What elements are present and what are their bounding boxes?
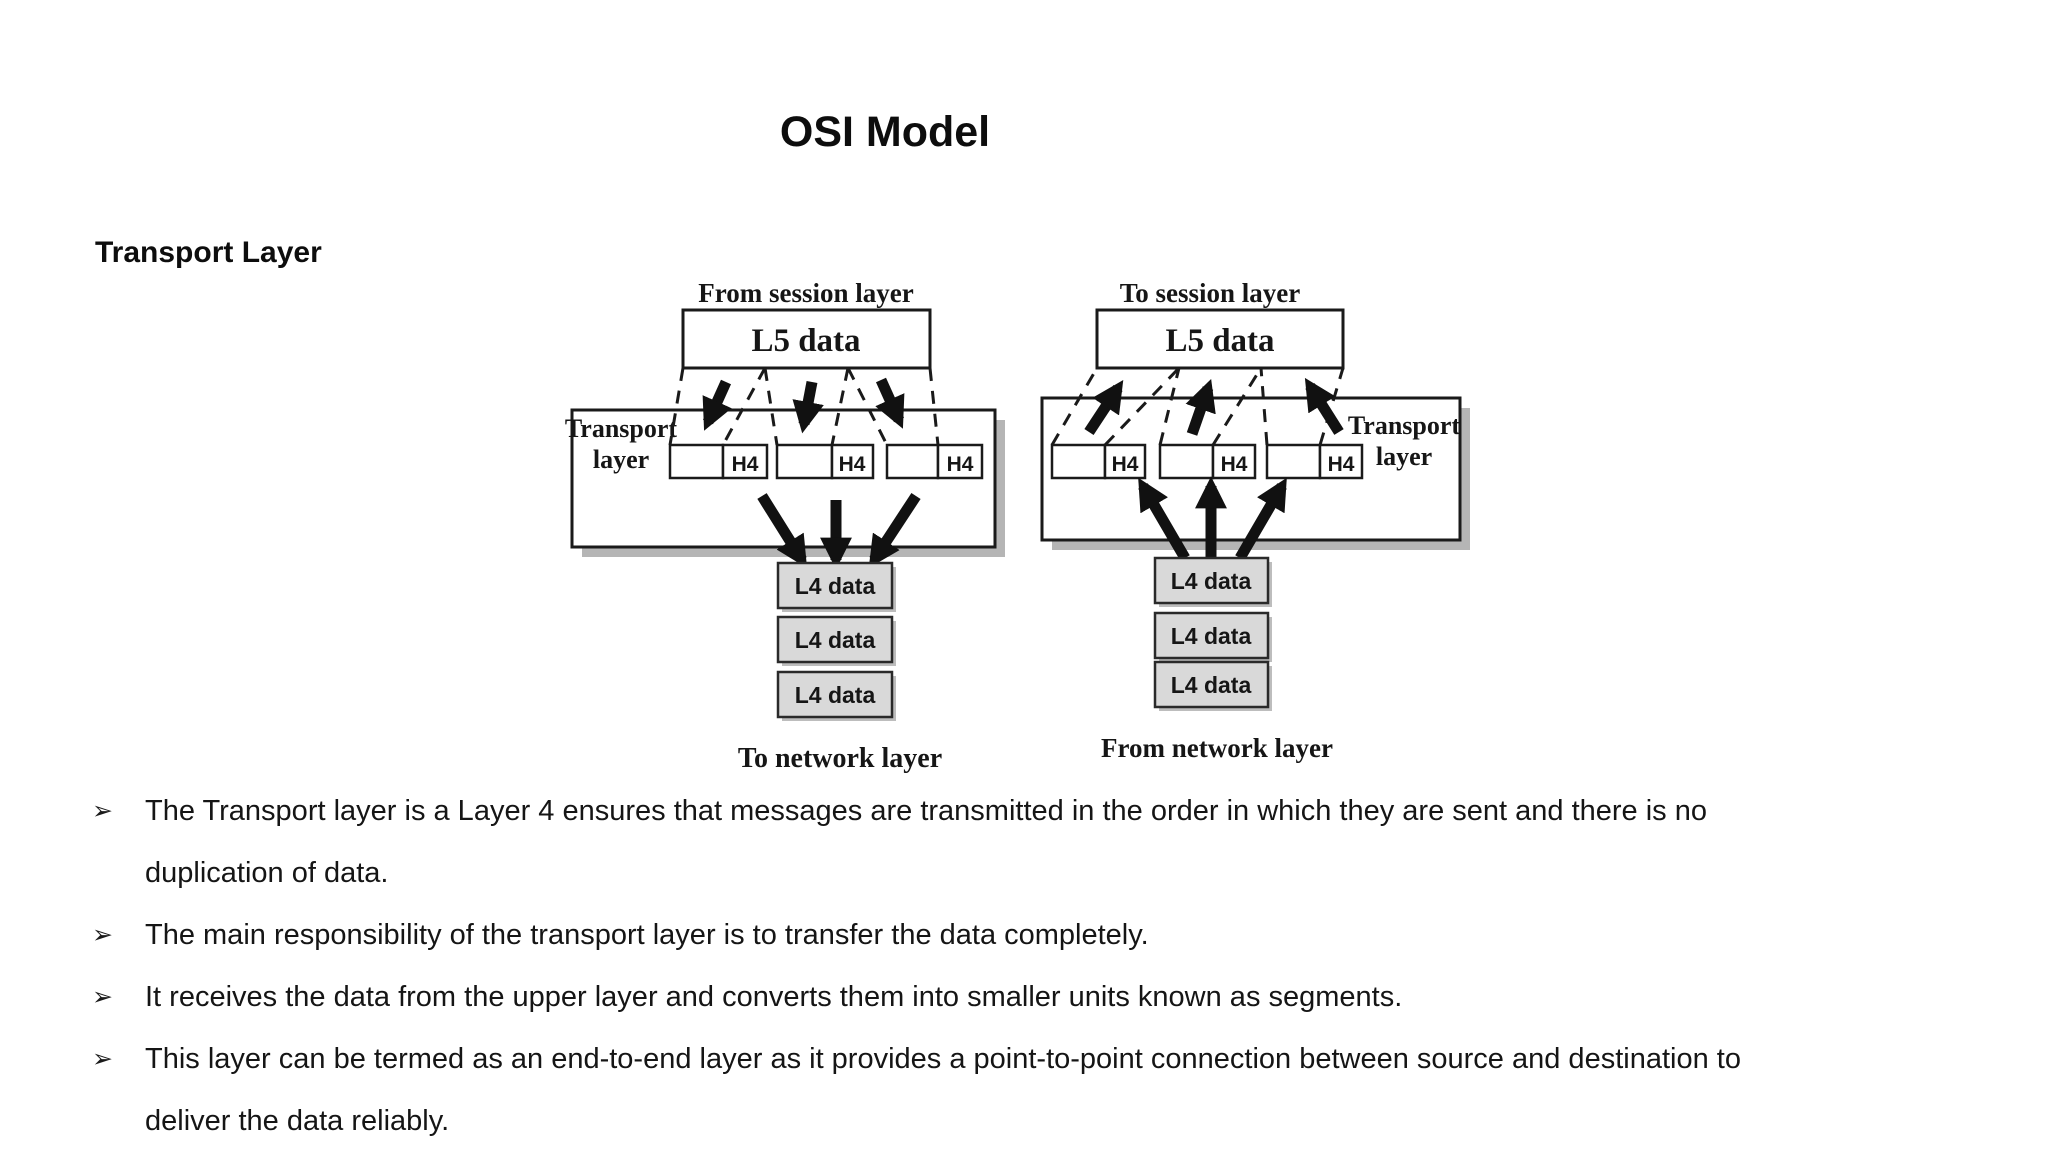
- h4-header-box: [721, 443, 769, 480]
- l4-data-label: L4 data: [795, 573, 876, 599]
- segment-data-box: [885, 443, 940, 480]
- l4-data-label: L4 data: [795, 627, 876, 653]
- h4-label: H4: [732, 453, 759, 476]
- l5-data-box: [1095, 308, 1345, 370]
- h4-header-box: [936, 443, 984, 480]
- l5-data-box: [681, 308, 932, 370]
- h4-header-box: [1318, 443, 1364, 480]
- segments-row: [1050, 443, 1364, 480]
- transport-layer-label-2: layer: [1376, 442, 1432, 471]
- segments-row: [668, 443, 984, 480]
- transport-layer-diagram: From session layer L5 data Transport lay…: [565, 278, 1470, 774]
- reassembly-side: To session layer L5 data Transport layer: [1040, 278, 1470, 763]
- h4-header-box: [1211, 443, 1257, 480]
- to-session-layer-label: To session layer: [1120, 278, 1301, 308]
- l4-data-label: L4 data: [1171, 623, 1252, 649]
- l4-data-box: [1153, 611, 1270, 660]
- page-title: OSI Model: [779, 108, 991, 156]
- segmentation-side: From session layer L5 data Transport lay…: [565, 278, 1005, 774]
- l4-stack: L4 data L4 data L4 data: [776, 561, 896, 721]
- l4-data-box: [776, 615, 894, 664]
- bullet-text: It receives the data from the upper laye…: [145, 981, 1403, 1013]
- from-network-layer-label: From network layer: [1101, 733, 1333, 763]
- l4-data-box: [776, 561, 894, 610]
- segment-data-box: [1158, 443, 1215, 480]
- segment-data-box: [1265, 443, 1322, 480]
- up-arrows-lower: [1138, 476, 1287, 561]
- up-arrows-upper: [1084, 377, 1344, 436]
- dashed-split-lines: [668, 367, 940, 446]
- l4-data-box: [1153, 660, 1270, 709]
- transport-layer-label-1: Transport: [1348, 411, 1461, 440]
- bullet-marker-icon: ➢: [92, 796, 113, 825]
- l4-data-box: [776, 670, 894, 719]
- l4-data-label: L4 data: [1171, 568, 1252, 594]
- bullet-text: The main responsibility of the transport…: [145, 919, 1149, 951]
- l5-data-label: L5 data: [1165, 323, 1274, 359]
- bullet-marker-icon: ➢: [92, 920, 113, 949]
- from-session-layer-label: From session layer: [698, 278, 913, 308]
- list-item: ➢ The Transport layer is a Layer 4 ensur…: [92, 780, 2007, 904]
- h4-header-box: [1103, 443, 1147, 480]
- down-arrows-upper: [702, 377, 905, 434]
- bullet-text: The Transport layer is a Layer 4 ensures…: [145, 795, 1707, 889]
- bullet-text: This layer can be termed as an end-to-en…: [145, 1043, 1741, 1137]
- l4-data-label: L4 data: [1171, 672, 1252, 698]
- h4-label: H4: [839, 453, 866, 476]
- l5-data-label: L5 data: [751, 323, 860, 359]
- dashed-merge-lines: [1050, 366, 1345, 447]
- l4-data-box: [1153, 556, 1270, 605]
- list-item: ➢ The main responsibility of the transpo…: [92, 904, 2007, 966]
- list-item: ➢ It receives the data from the upper la…: [92, 966, 2007, 1028]
- transport-layer-label-2: layer: [593, 445, 649, 474]
- to-network-layer-label: To network layer: [738, 743, 942, 774]
- segment-data-box: [775, 443, 834, 480]
- segment-data-box: [1050, 443, 1107, 480]
- bullet-list: ➢ The Transport layer is a Layer 4 ensur…: [92, 780, 2007, 1152]
- h4-label: H4: [947, 453, 974, 476]
- bullet-marker-icon: ➢: [92, 982, 113, 1011]
- h4-header-box: [830, 443, 875, 480]
- h4-label: H4: [1112, 453, 1139, 476]
- transport-layer-label-1: Transport: [565, 414, 678, 443]
- l4-data-label: L4 data: [795, 682, 876, 708]
- l4-stack: L4 data L4 data L4 data: [1153, 556, 1272, 711]
- h4-label: H4: [1221, 453, 1248, 476]
- h4-label: H4: [1328, 453, 1355, 476]
- segment-data-box: [668, 443, 725, 480]
- section-heading: Transport Layer: [95, 236, 322, 269]
- down-arrows-lower: [757, 492, 921, 570]
- bullet-marker-icon: ➢: [92, 1044, 113, 1073]
- list-item: ➢ This layer can be termed as an end-to-…: [92, 1028, 2007, 1152]
